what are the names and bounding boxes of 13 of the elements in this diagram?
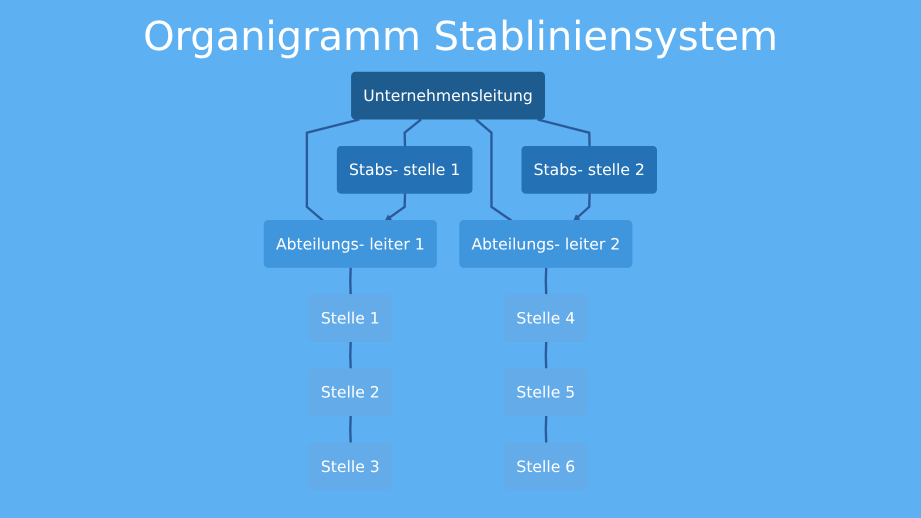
connector xyxy=(349,342,352,370)
connector xyxy=(349,416,352,444)
arrow xyxy=(384,194,406,222)
connector xyxy=(544,416,548,444)
diagram-title: Organigramm Stabliniensystem xyxy=(142,14,779,60)
connector xyxy=(349,268,352,296)
connector xyxy=(404,118,422,147)
arrow xyxy=(573,194,591,222)
connector xyxy=(475,118,513,222)
connector xyxy=(537,118,591,147)
connector xyxy=(544,268,548,296)
connector xyxy=(306,118,360,222)
connector xyxy=(544,342,548,370)
